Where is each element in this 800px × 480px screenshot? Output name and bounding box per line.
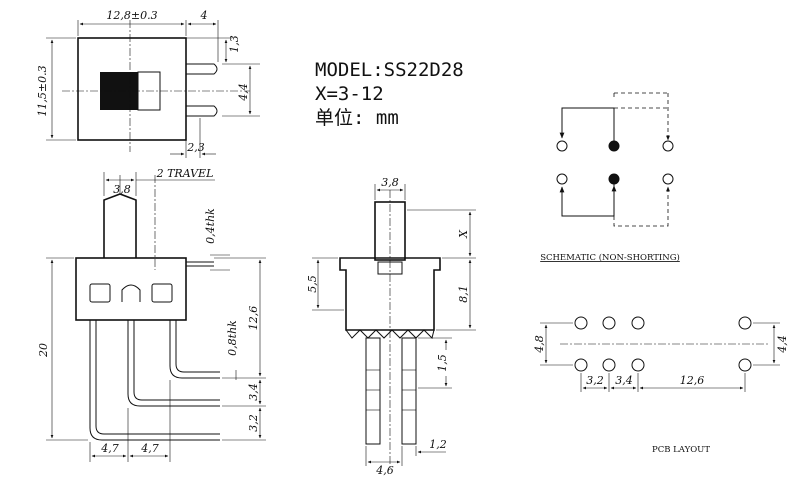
front-pin-right — [169, 320, 220, 379]
model-line: MODEL:SS22D28 — [315, 59, 464, 81]
top-pin-length-dim: 4 — [200, 9, 208, 22]
top-height-dim: 11,5±0.3 — [36, 65, 49, 116]
top-pin-upper — [186, 63, 218, 75]
schematic-terminal-3 — [662, 140, 674, 152]
unit-line: 单位: mm — [315, 107, 399, 129]
front-pin-left — [89, 320, 220, 441]
pcb-right-spacing-dim: 4,4 — [776, 335, 789, 354]
side-pin-left — [365, 337, 381, 445]
top-view: 12,8±0.3 4 11,5±0.3 1,3 4,4 2,3 — [36, 9, 260, 158]
front-pin-span-dim: 12,6 — [247, 306, 260, 331]
pcb-pad — [738, 316, 752, 330]
side-pin-right — [401, 337, 417, 445]
schematic: SCHEMATIC (NON-SHORTING) — [540, 92, 680, 263]
side-total-height-dim: 8,1 — [457, 285, 470, 303]
front-pitch-2-dim: 4,7 — [140, 442, 159, 455]
schematic-caption: SCHEMATIC (NON-SHORTING) — [540, 252, 680, 263]
top-pin-offset-dim: 1,3 — [228, 35, 241, 53]
front-thickness-pin-dim: 0,8thk — [226, 320, 239, 356]
front-height-dim: 20 — [37, 343, 50, 358]
side-knob-width-dim: 3,8 — [381, 176, 399, 189]
pcb-layout: 4,8 4,4 3,2 3,4 12,6 PCB LAYOUT — [533, 316, 789, 455]
pcb-pitch-2-dim: 3,4 — [615, 374, 633, 387]
top-width-dim: 12,8±0.3 — [106, 9, 157, 22]
x-range-line: X=3-12 — [315, 83, 384, 105]
pcb-span-dim: 12,6 — [680, 374, 705, 387]
top-body-outline — [77, 37, 187, 141]
pcb-pad — [602, 316, 616, 330]
pcb-row-spacing-dim: 4,8 — [533, 335, 546, 354]
pcb-pad — [631, 316, 645, 330]
side-x-dim: X — [457, 229, 470, 239]
side-body-height-dim: 5,5 — [306, 275, 319, 293]
side-pin-span-dim: 4,6 — [375, 464, 394, 477]
pcb-pad — [631, 358, 645, 372]
top-pin-bottom-dim: 2,3 — [186, 141, 205, 154]
pcb-pad — [738, 358, 752, 372]
front-travel-dim: 2 TRAVEL — [156, 167, 214, 180]
front-pin-middle — [127, 320, 220, 407]
pcb-caption: PCB LAYOUT — [652, 445, 710, 455]
front-window-right — [151, 283, 173, 303]
front-row-gap-1-dim: 3,4 — [247, 383, 260, 401]
schematic-common-2 — [608, 173, 620, 185]
top-pin-pitch-dim: 4,4 — [237, 83, 250, 102]
side-pin-stub-dim: 1,5 — [436, 354, 449, 372]
side-clips — [345, 329, 435, 339]
front-knob-width-dim: 3,8 — [113, 183, 131, 196]
pcb-pad — [574, 358, 588, 372]
top-pin-lower — [186, 105, 218, 117]
side-view: 3,8 X 5,5 8,1 1,5 1,2 4,6 — [306, 176, 476, 477]
schematic-terminal-6 — [662, 173, 674, 185]
schematic-terminal-4 — [556, 173, 568, 185]
front-body — [75, 257, 187, 321]
pcb-pad — [602, 358, 616, 372]
side-pin-width-dim: 1,2 — [429, 438, 447, 451]
schematic-terminal-1 — [556, 140, 568, 152]
model-info: MODEL:SS22D28 X=3-12 单位: mm — [315, 59, 464, 129]
front-view: 3,8 2 TRAVEL 0,4thk 20 12,6 0,8thk 3,4 3… — [37, 167, 266, 462]
front-knob — [103, 193, 137, 258]
front-thickness-top-dim: 0,4thk — [204, 208, 217, 244]
front-row-gap-2-dim: 3,2 — [247, 414, 260, 432]
pcb-pitch-1-dim: 3,2 — [586, 374, 604, 387]
schematic-common-1 — [608, 140, 620, 152]
pcb-pad — [574, 316, 588, 330]
front-window-left — [89, 283, 111, 303]
front-pitch-1-dim: 4,7 — [100, 442, 119, 455]
